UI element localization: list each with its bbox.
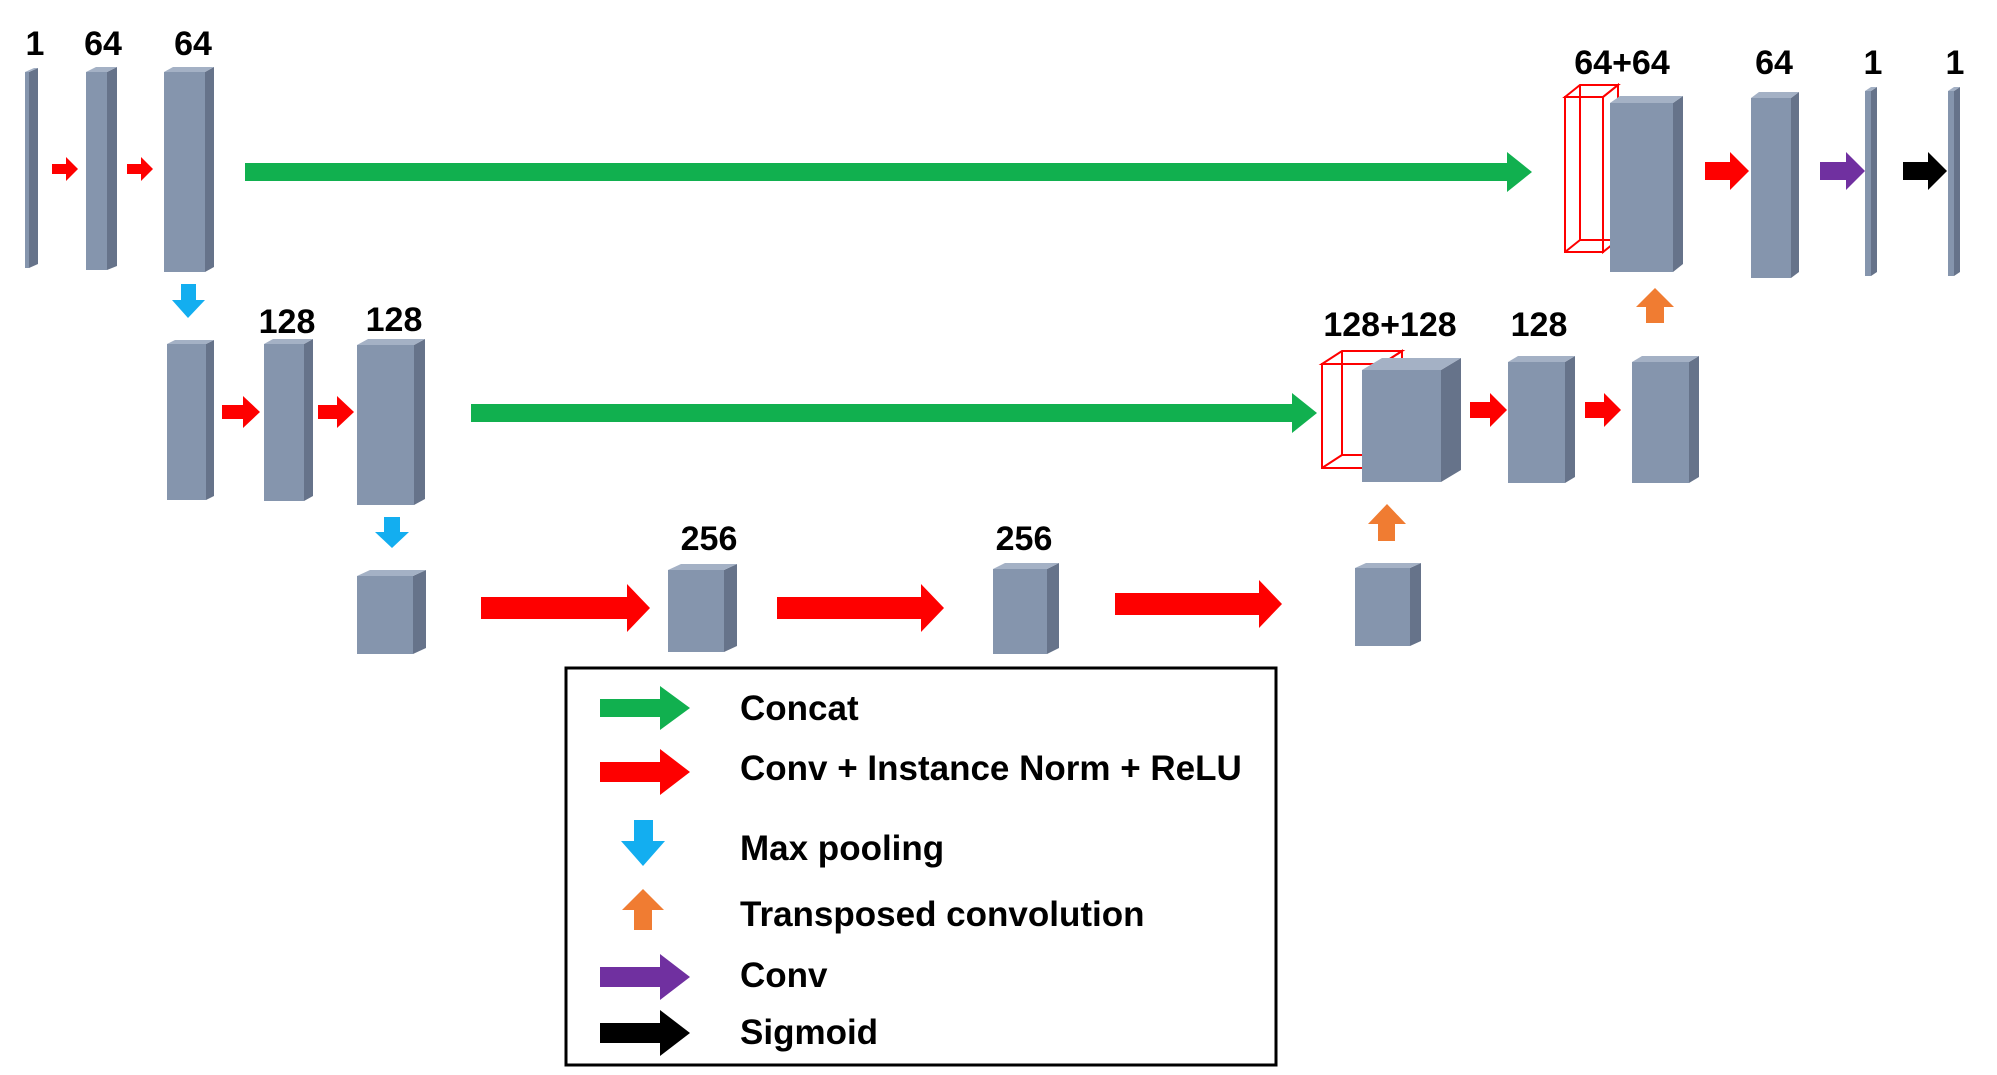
legend-label-concat: Concat (740, 689, 859, 728)
conv-arrow (1705, 152, 1749, 190)
green-arrow-icon (600, 686, 690, 730)
max-pooling-arrow (172, 284, 205, 318)
legend-box (564, 666, 1278, 1067)
conv-arrow (777, 584, 944, 632)
feature-map-out-b (1948, 87, 1960, 276)
feature-map-upconv2 (1355, 563, 1421, 646)
channel-label: 256 (996, 520, 1053, 558)
feature-map-input (25, 68, 38, 268)
legend-label-conv: Conv (740, 956, 828, 995)
conv-arrow (222, 396, 260, 428)
feature-map-pool1 (167, 340, 214, 500)
feature-map-enc2-b (357, 339, 425, 505)
black-arrow-icon (600, 1010, 690, 1056)
feature-map-enc1-a (86, 67, 117, 270)
channel-label: 128+128 (1323, 306, 1456, 344)
feature-map-enc2-a (264, 339, 313, 501)
channel-label: 128 (259, 303, 316, 341)
orange-up-arrow-icon (622, 889, 664, 930)
blue-down-arrow-icon (621, 820, 665, 866)
feature-map-bottleneck-a (668, 564, 737, 652)
channel-label: 64 (1755, 44, 1793, 82)
transposed-conv-arrow (1636, 288, 1674, 323)
channel-label: 64 (174, 25, 212, 63)
legend: Concat Conv + Instance Norm + ReLU Max p… (564, 666, 1278, 1067)
purple-arrow-icon (600, 954, 690, 1000)
legend-label-transposed-conv: Transposed convolution (740, 895, 1144, 934)
conv-arrow (127, 157, 153, 181)
feature-map-out-a (1865, 87, 1877, 276)
conv-arrow (1585, 393, 1621, 427)
channel-label: 64+64 (1574, 44, 1670, 82)
channel-label: 128 (1511, 306, 1568, 344)
conv-arrow (1115, 580, 1282, 628)
sigmoid-arrow (1903, 152, 1947, 190)
channel-label: 1 (1946, 44, 1965, 82)
feature-map-dec1-concat (1610, 96, 1683, 272)
conv-arrow-purple (1820, 152, 1865, 190)
feature-map-pool2 (357, 570, 426, 654)
feature-map-bottleneck-b (993, 563, 1059, 654)
channel-label: 1 (1864, 44, 1883, 82)
max-pooling-arrow (375, 517, 409, 548)
channel-label: 256 (681, 520, 738, 558)
feature-map-enc1-b (164, 67, 214, 272)
feature-map-dec2-b (1632, 356, 1699, 483)
red-arrow-icon (600, 749, 690, 795)
conv-arrow (481, 584, 650, 632)
channel-label: 64 (84, 25, 122, 63)
legend-label-conv-norm-relu: Conv + Instance Norm + ReLU (740, 749, 1242, 788)
conv-arrow (52, 157, 78, 181)
legend-label-max-pooling: Max pooling (740, 829, 944, 868)
feature-map-dec2-a (1508, 356, 1575, 483)
conv-arrow (1470, 393, 1507, 427)
channel-label: 128 (366, 301, 423, 339)
concat-arrow (245, 152, 1532, 192)
concat-arrow (471, 393, 1317, 433)
conv-arrow (318, 396, 354, 428)
transposed-conv-arrow (1368, 504, 1406, 541)
legend-label-sigmoid: Sigmoid (740, 1013, 878, 1052)
channel-label: 1 (26, 25, 45, 63)
feature-map-dec1-conv (1751, 92, 1799, 278)
feature-map-dec2-concat (1362, 358, 1461, 482)
